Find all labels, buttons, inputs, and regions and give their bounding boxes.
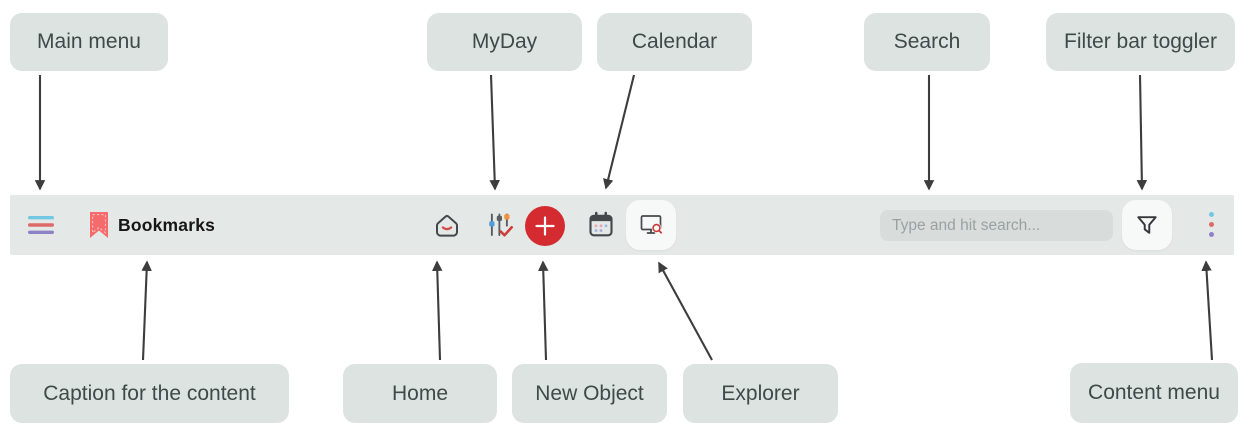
callout-explorer: Explorer <box>683 364 838 423</box>
filter-bar-toggler-button[interactable] <box>1122 200 1172 250</box>
callout-caption-for-content: Caption for the content <box>10 364 289 423</box>
callout-myday: MyDay <box>427 13 582 71</box>
home-icon <box>435 215 459 237</box>
vertical-dots-icon <box>1208 212 1214 217</box>
explorer-button[interactable] <box>626 200 676 250</box>
monitor-search-icon <box>640 215 663 234</box>
home-button[interactable] <box>430 208 464 242</box>
calendar-button[interactable] <box>584 208 618 242</box>
arrow-calendar <box>603 74 636 190</box>
vertical-dots-icon-bottom <box>1208 232 1214 237</box>
myday-button[interactable] <box>483 208 517 242</box>
arrow-myday <box>489 74 500 191</box>
arrow-new-object <box>538 260 549 361</box>
callout-home: Home <box>343 364 497 423</box>
content-caption: Bookmarks <box>118 214 216 235</box>
bookmark-icon <box>90 212 108 238</box>
arrow-home <box>432 260 443 361</box>
main-menu-button[interactable] <box>24 211 58 239</box>
arrow-caption-for-content <box>141 260 152 361</box>
hamburger-menu-icon <box>28 216 54 234</box>
content-menu-button[interactable] <box>1204 212 1218 238</box>
funnel-icon <box>1137 216 1157 234</box>
callout-filter-bar-toggler: Filter bar toggler <box>1046 13 1235 71</box>
new-object-button[interactable] <box>525 206 565 246</box>
arrow-explorer <box>658 261 713 361</box>
plus-icon <box>535 216 555 236</box>
vertical-dots-icon-middle <box>1208 222 1214 227</box>
arrow-content-menu <box>1201 260 1214 361</box>
sliders-check-icon <box>489 213 513 237</box>
toolbar: Bookmarks <box>10 195 1234 255</box>
search-input[interactable] <box>880 210 1113 241</box>
callout-calendar: Calendar <box>597 13 752 71</box>
callout-search: Search <box>864 13 990 71</box>
arrow-filter-bar-toggler <box>1136 74 1148 191</box>
callout-new-object: New Object <box>512 364 667 423</box>
callout-content-menu: Content menu <box>1070 363 1238 423</box>
calendar-icon <box>589 211 613 237</box>
callout-main-menu: Main menu <box>10 13 168 71</box>
